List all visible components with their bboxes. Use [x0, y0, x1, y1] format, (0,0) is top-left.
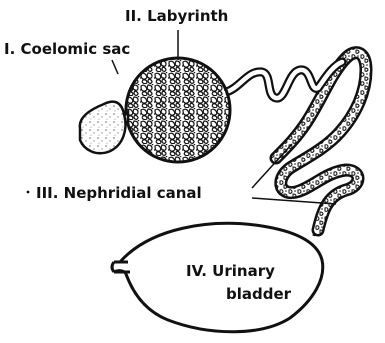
coelomic-sac-leader-line: [112, 60, 118, 74]
coelomic-sac: [80, 102, 126, 154]
label-urinary-bladder-line2: bladder: [226, 285, 292, 303]
stray-dot: [27, 191, 30, 194]
label-nephridial-canal: III. Nephridial canal: [36, 184, 202, 202]
labyrinth: [126, 58, 230, 162]
label-labyrinth: II. Labyrinth: [125, 7, 228, 25]
label-urinary-bladder-line1: IV. Urinary: [186, 262, 275, 280]
label-coelomic-sac: I. Coelomic sac: [4, 40, 130, 58]
